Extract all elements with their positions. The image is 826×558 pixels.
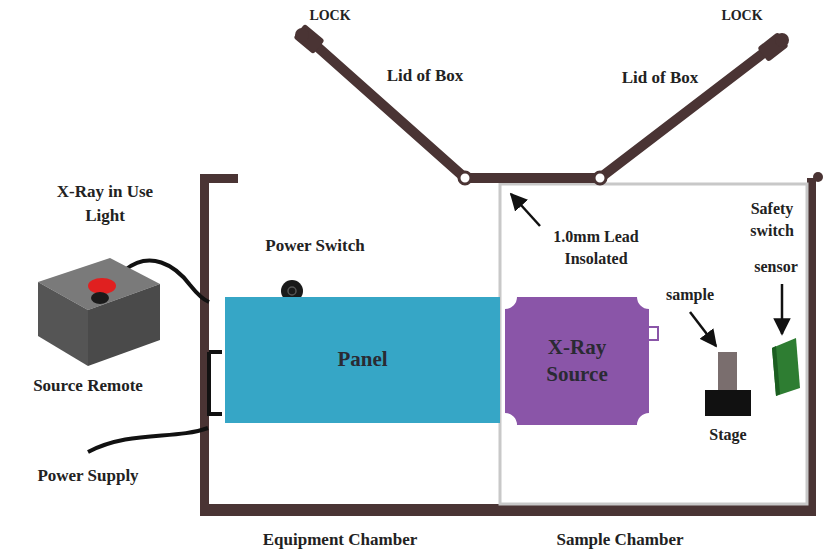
part-label: X-Ray in Use Light	[39, 180, 171, 228]
lock-label: LOCK	[290, 6, 370, 26]
lock	[293, 24, 789, 62]
lock	[293, 24, 324, 55]
remote-box	[88, 278, 116, 294]
leader-arrow	[690, 312, 716, 346]
xray-source: X-Ray Source	[505, 297, 649, 425]
remote-box	[88, 284, 160, 366]
leader-arrow	[781, 284, 784, 334]
box-wall	[200, 174, 209, 516]
box-wall	[200, 172, 823, 516]
hinge	[459, 172, 606, 184]
hinge	[459, 172, 471, 184]
remote-cable	[88, 261, 222, 452]
sample-chamber-wall	[500, 184, 807, 504]
lock	[757, 32, 789, 62]
sample-holder	[718, 352, 737, 390]
box-wall	[200, 504, 816, 516]
part-label: Safety switch	[737, 198, 807, 243]
remote-box	[91, 292, 109, 304]
power-switch-knob	[288, 287, 296, 295]
lid	[312, 42, 465, 178]
remote-cable	[209, 352, 222, 414]
sensor-block	[772, 346, 780, 396]
part-label: sensor	[736, 256, 816, 278]
lid	[600, 48, 770, 178]
part-label: Power Supply	[3, 464, 173, 488]
control-panel: Panel	[225, 297, 500, 423]
part-label: sample	[650, 284, 730, 306]
part-label: Source Remote	[3, 374, 173, 398]
sample-chamber-wall	[500, 184, 807, 504]
source-outline	[505, 297, 649, 425]
leader-arrow	[511, 194, 540, 226]
lid	[465, 173, 600, 183]
sensor-block	[772, 338, 800, 396]
region-label: Sample Chamber	[515, 528, 725, 552]
box-wall	[813, 172, 823, 182]
source-outline	[505, 297, 649, 425]
lock-label: LOCK	[702, 6, 782, 26]
node-text: X-Ray Source	[515, 334, 639, 389]
sensor-block	[772, 338, 800, 396]
lock	[295, 28, 309, 42]
sample-holder	[705, 390, 751, 416]
node-text: Panel	[337, 346, 387, 373]
dimension-note: 1.0mm Lead Insolated	[533, 226, 659, 271]
sample-holder	[705, 352, 751, 416]
hinge	[594, 172, 606, 184]
lid	[312, 42, 770, 178]
part-label: Stage	[688, 424, 768, 446]
region-label: Equipment Chamber	[225, 528, 455, 552]
remote-box	[38, 258, 160, 366]
lock	[775, 33, 789, 47]
part-label: Power Switch	[230, 234, 400, 258]
remote-box	[38, 282, 88, 366]
remote-cable	[88, 428, 208, 452]
part-label: Lid of Box	[360, 64, 490, 88]
part-label: Lid of Box	[595, 66, 725, 90]
